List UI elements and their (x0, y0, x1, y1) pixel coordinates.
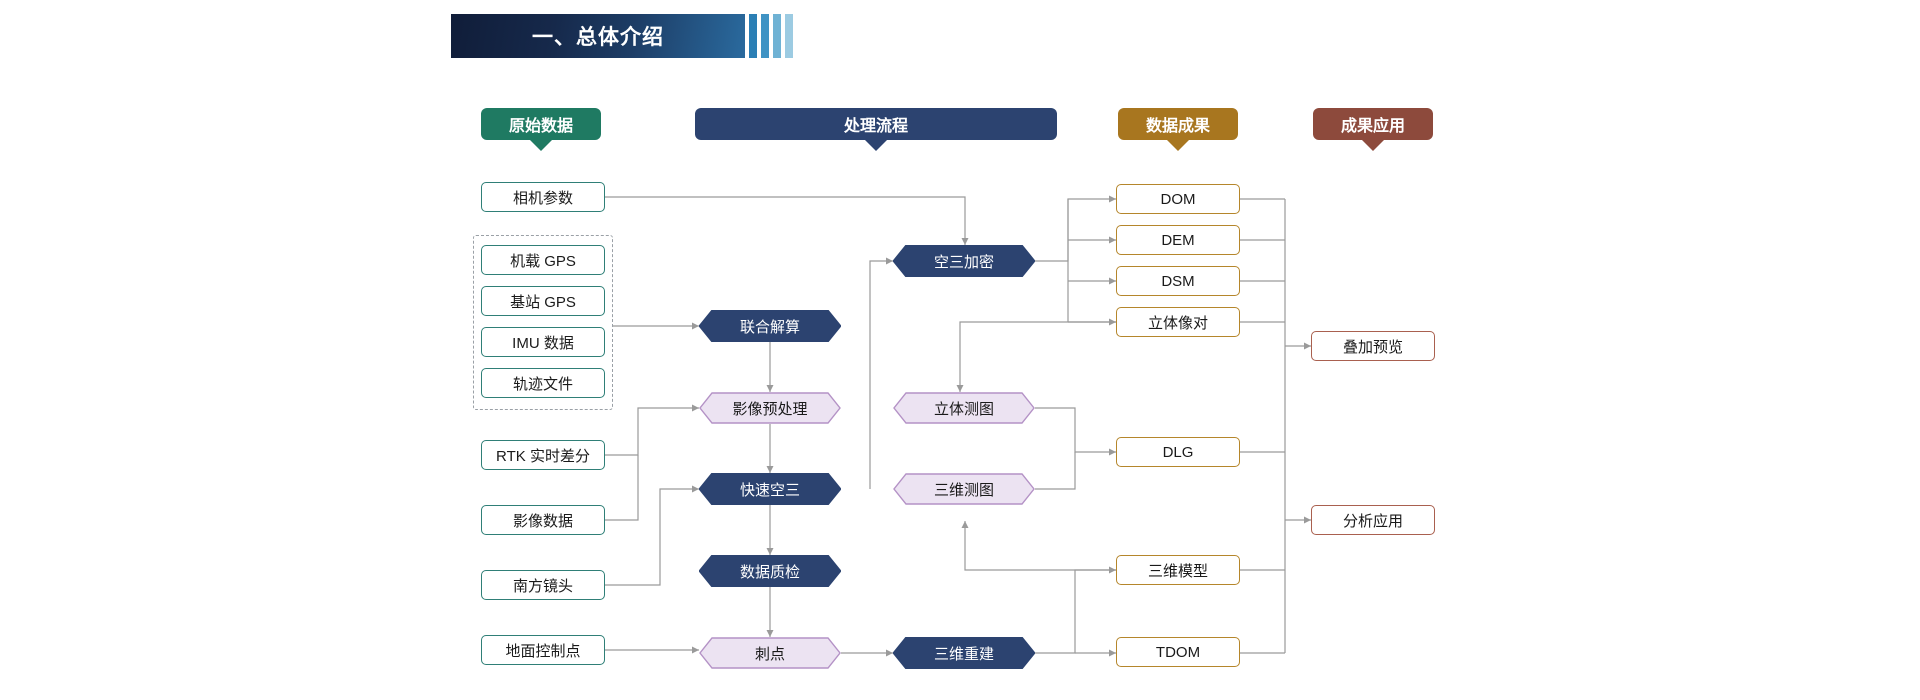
node-label: 数据质检 (739, 563, 800, 581)
banner-accent-bar-1 (749, 14, 757, 58)
node-label: 影像预处理 (732, 400, 808, 418)
column-header-label: 数据成果 (1145, 118, 1210, 135)
node-joint-solve[interactable]: 联合解算 (699, 310, 841, 342)
node-label: 南方镜头 (512, 577, 573, 595)
node-stereo-mapping[interactable]: 立体测图 (893, 392, 1035, 424)
banner-accent-bar-2 (761, 14, 769, 58)
column-header-raw-data: 原始数据 (481, 108, 601, 151)
node-label: 立体像对 (1147, 314, 1208, 332)
node-overlay-preview[interactable]: 叠加预览 (1311, 331, 1435, 361)
node-base-gps[interactable]: 基站 GPS (481, 286, 605, 316)
node-label: DLG (1162, 443, 1194, 461)
node-label: DOM (1160, 190, 1196, 208)
node-stereo-pair[interactable]: 立体像对 (1116, 307, 1240, 337)
node-label: IMU 数据 (512, 334, 574, 352)
node-3d-model[interactable]: 三维模型 (1116, 555, 1240, 585)
node-3d-mapping[interactable]: 三维测图 (893, 473, 1035, 505)
node-rtk-diff[interactable]: RTK 实时差分 (481, 440, 605, 470)
node-label: 三维测图 (933, 481, 994, 499)
node-label: 机载 GPS (510, 252, 576, 270)
node-camera-params[interactable]: 相机参数 (481, 182, 605, 212)
node-label: 基站 GPS (510, 293, 576, 311)
node-label: 空三加密 (933, 253, 994, 271)
node-fast-at[interactable]: 快速空三 (699, 473, 841, 505)
node-label: 相机参数 (512, 189, 573, 207)
gps-imu-group-boundary (473, 235, 613, 410)
node-3d-reconstruct[interactable]: 三维重建 (893, 637, 1035, 669)
node-label: 地面控制点 (505, 642, 581, 660)
node-south-lens[interactable]: 南方镜头 (481, 570, 605, 600)
node-analysis-app[interactable]: 分析应用 (1311, 505, 1435, 535)
node-label: 叠加预览 (1342, 338, 1403, 356)
node-airborne-gps[interactable]: 机载 GPS (481, 245, 605, 275)
node-dlg[interactable]: DLG (1116, 437, 1240, 467)
notch-arrow-icon (1362, 140, 1384, 151)
node-label: 快速空三 (739, 481, 800, 499)
node-tdom[interactable]: TDOM (1116, 637, 1240, 667)
node-label: RTK 实时差分 (496, 447, 590, 465)
column-header-application: 成果应用 (1313, 108, 1433, 151)
notch-arrow-icon (530, 140, 552, 151)
node-label: 分析应用 (1342, 512, 1403, 530)
node-label: 三维模型 (1147, 562, 1208, 580)
node-label: 刺点 (754, 645, 785, 663)
banner-accent-bar-4 (785, 14, 793, 58)
notch-arrow-icon (865, 140, 887, 151)
node-label: TDOM (1155, 643, 1201, 661)
node-imu-data[interactable]: IMU 数据 (481, 327, 605, 357)
node-aerial-triangulation[interactable]: 空三加密 (893, 245, 1035, 277)
node-label: 三维重建 (933, 645, 994, 663)
notch-arrow-icon (1167, 140, 1189, 151)
column-header-data-result: 数据成果 (1118, 108, 1238, 151)
node-dem[interactable]: DEM (1116, 225, 1240, 255)
node-dsm[interactable]: DSM (1116, 266, 1240, 296)
node-label: 影像数据 (512, 512, 573, 530)
node-quality-check[interactable]: 数据质检 (699, 555, 841, 587)
column-header-process: 处理流程 (695, 108, 1057, 151)
node-gcp[interactable]: 地面控制点 (481, 635, 605, 665)
column-header-label: 原始数据 (508, 118, 573, 135)
node-label: 轨迹文件 (512, 375, 573, 393)
column-header-label: 处理流程 (843, 118, 908, 135)
banner-accent-bar-3 (773, 14, 781, 58)
section-header-banner: 一、总体介绍 (451, 14, 745, 58)
node-image-data[interactable]: 影像数据 (481, 505, 605, 535)
node-label: DSM (1161, 272, 1195, 290)
node-prick-point[interactable]: 刺点 (699, 637, 841, 669)
node-label: 立体测图 (933, 400, 994, 418)
node-track-file[interactable]: 轨迹文件 (481, 368, 605, 398)
node-label: DEM (1161, 231, 1195, 249)
node-image-preproc[interactable]: 影像预处理 (699, 392, 841, 424)
column-header-label: 成果应用 (1340, 118, 1405, 135)
node-dom[interactable]: DOM (1116, 184, 1240, 214)
node-label: 联合解算 (739, 318, 800, 336)
page-title: 一、总体介绍 (532, 26, 664, 49)
